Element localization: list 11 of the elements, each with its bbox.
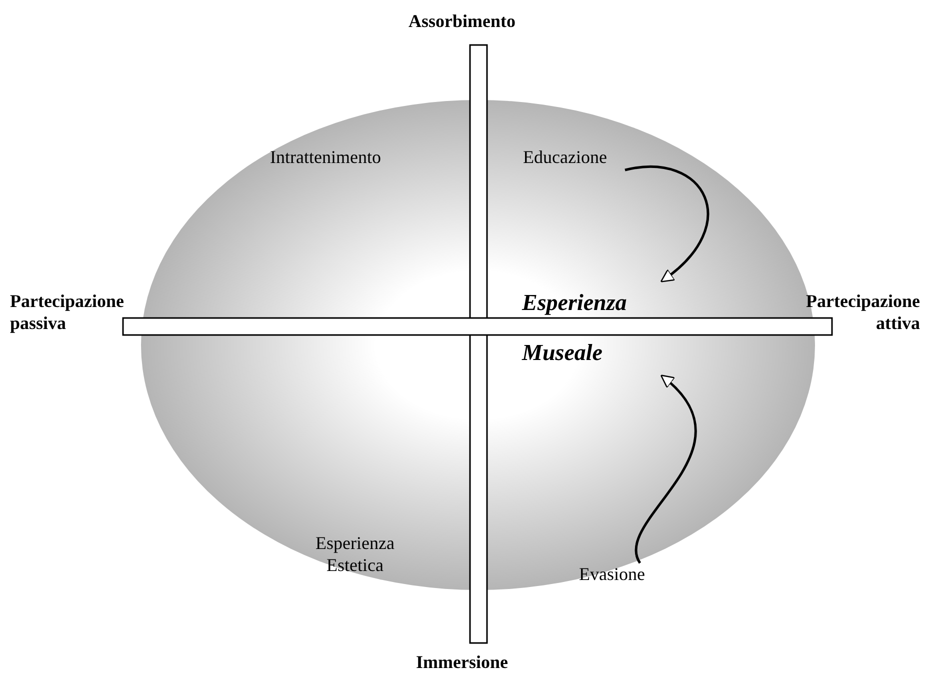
axis-label: Immersione: [416, 651, 508, 673]
axis-label: Partecipazione passiva: [10, 290, 125, 334]
quadrant-label: Esperienza Estetica: [314, 532, 396, 576]
axis-label: Assorbimento: [408, 10, 516, 32]
axis-label: Partecipazione attiva: [805, 290, 920, 334]
quadrant-label: Evasione: [579, 563, 645, 585]
quadrant-label: Intrattenimento: [270, 146, 381, 168]
curved-arrow: [634, 374, 697, 564]
center-title: Esperienza Museale: [522, 278, 662, 378]
quadrant-label: Educazione: [523, 146, 607, 168]
curved-arrow: [624, 166, 709, 282]
